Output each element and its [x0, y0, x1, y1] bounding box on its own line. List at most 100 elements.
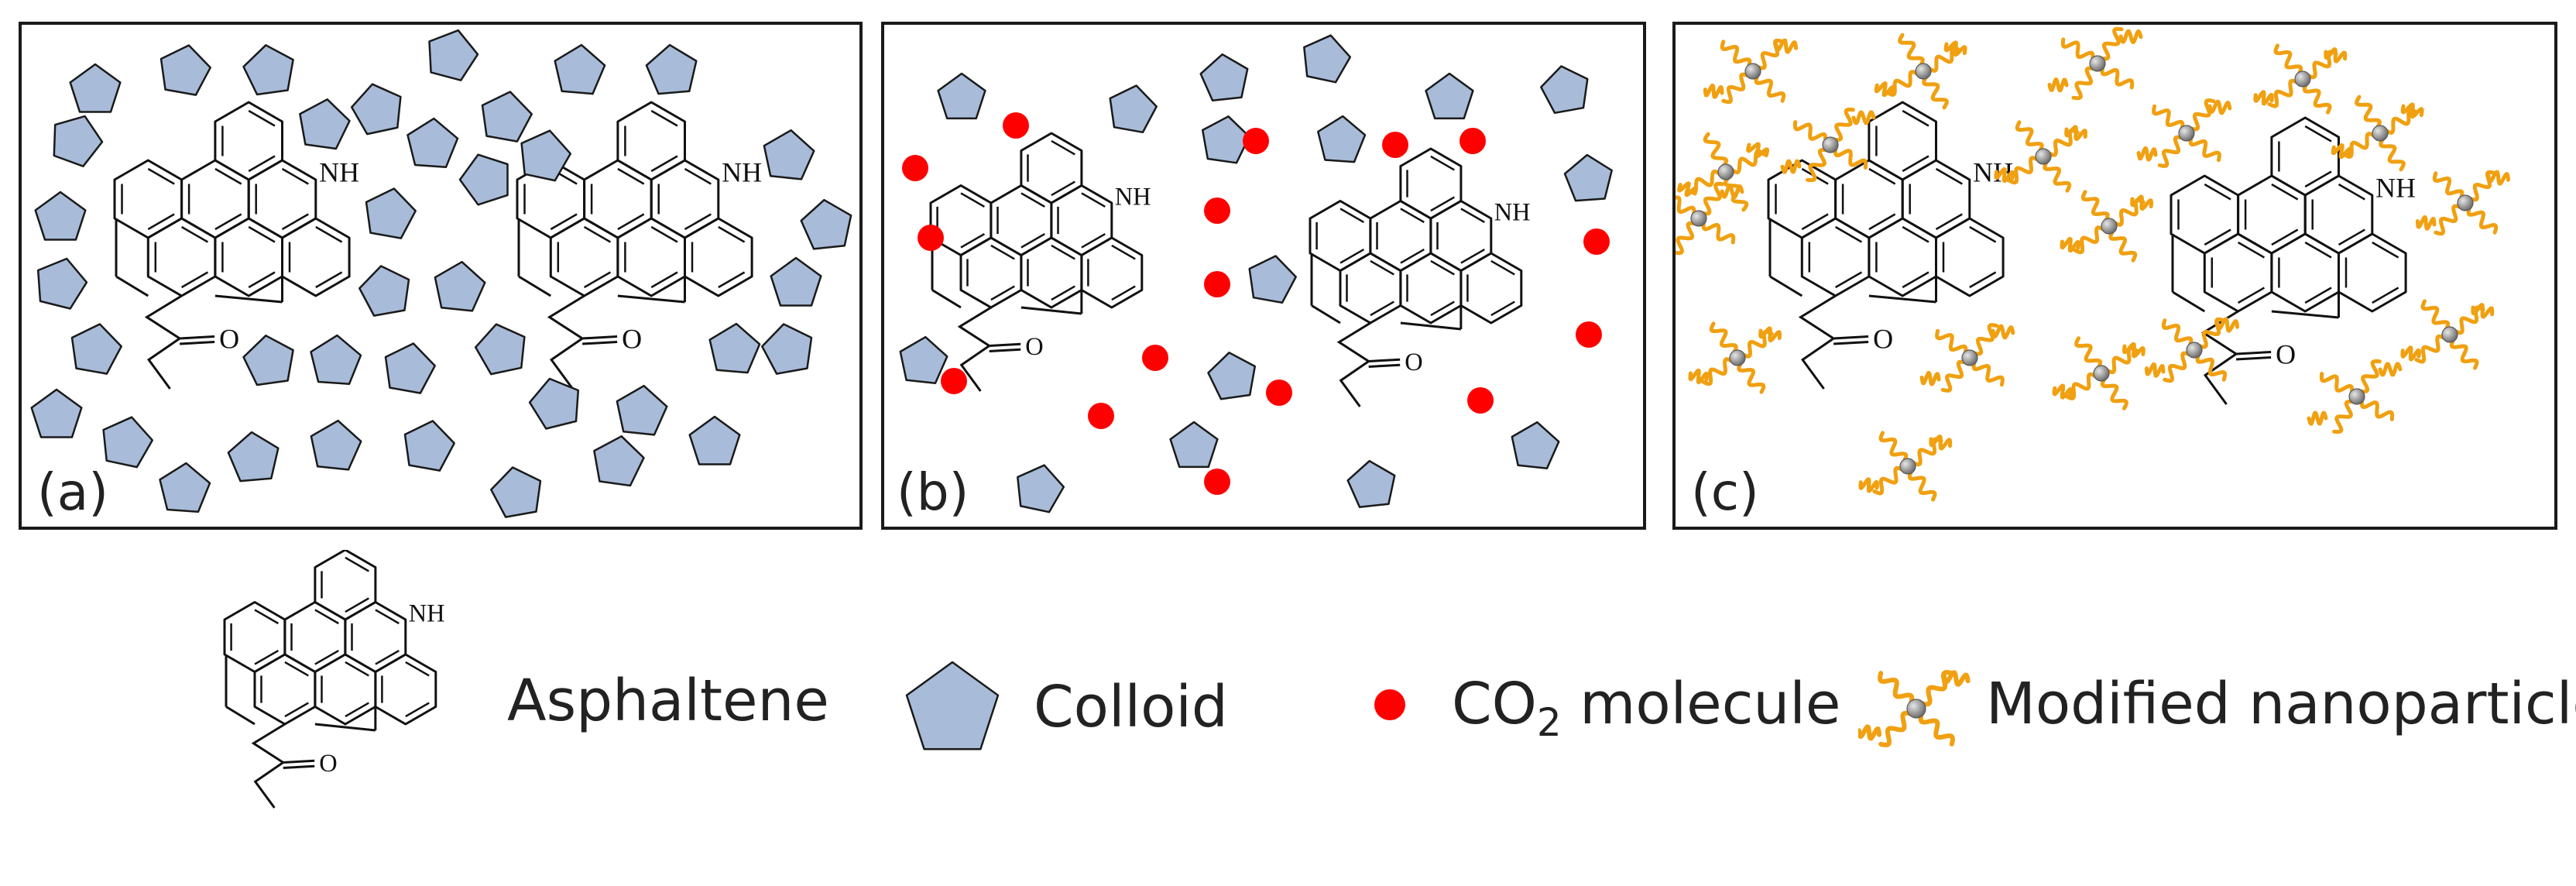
colloid-icon — [763, 129, 815, 180]
co2-main: CO — [1452, 671, 1537, 737]
co2-subscript: 2 — [1536, 699, 1562, 745]
colloid-icon — [688, 415, 741, 465]
colloid-icon — [899, 335, 948, 384]
co2-tail: molecule — [1561, 671, 1841, 737]
colloid-icon — [481, 91, 533, 143]
co2-molecule-icon — [1088, 403, 1114, 429]
colloid-icon — [159, 462, 211, 513]
colloid-icon — [30, 388, 83, 438]
nanoparticle-icon — [1676, 181, 1744, 256]
oxygen-label: O — [2276, 339, 2296, 370]
legend-colloid-label: Colloid — [1034, 674, 1228, 740]
co2-molecule-icon — [1243, 128, 1269, 154]
co2-molecule-icon — [1576, 321, 1602, 348]
asphaltene-molecule: NH O — [2170, 116, 2416, 405]
co2-molecule-icon — [1382, 132, 1408, 158]
asphaltene-molecule: NHO — [1767, 101, 2013, 390]
co2-molecule-icon — [1204, 271, 1230, 297]
nh-label: NH — [1494, 198, 1531, 226]
co2-molecule-icon — [941, 368, 967, 394]
nh-label: NH — [722, 157, 762, 188]
co2-molecule-icon — [1266, 379, 1292, 406]
oxygen-label: O — [219, 324, 239, 355]
colloid-icon — [384, 342, 436, 394]
colloid-icon — [428, 29, 479, 81]
co2-molecule-icon — [1467, 387, 1494, 414]
colloid-icon — [1563, 153, 1613, 202]
panel-c-label: (c) — [1691, 462, 1759, 522]
colloid-icon — [761, 323, 813, 375]
colloid-icon — [310, 334, 362, 386]
nanoparticle-icon — [2307, 359, 2403, 434]
colloid-icon — [36, 257, 88, 310]
oxygen-label: O — [622, 324, 642, 355]
colloid-icon — [403, 420, 455, 472]
colloid-icon — [770, 256, 822, 307]
co2-molecule-icon — [1003, 112, 1029, 139]
colloid-icon — [458, 153, 509, 206]
asphaltene-molecule: NH O — [223, 550, 445, 809]
colloid-icon — [1303, 34, 1352, 84]
co2-molecule-icon — [1460, 128, 1486, 154]
colloid-icon — [616, 384, 668, 436]
asphaltene-molecule: NH O — [516, 101, 762, 390]
colloid-icon — [708, 322, 761, 374]
nanoparticle-icon — [2253, 43, 2348, 115]
colloid-icon — [53, 115, 104, 167]
co2-molecule-icon — [1204, 469, 1230, 495]
colloid-icon — [1199, 53, 1249, 101]
colloid-icon — [1317, 115, 1367, 163]
colloid-icon — [1201, 115, 1250, 164]
nanoparticle-icon — [1858, 431, 1953, 502]
nanoparticle-icon — [1874, 33, 1967, 110]
nh-label: NH — [409, 599, 445, 627]
colloid-icon — [34, 191, 87, 241]
colloid-icon — [490, 466, 542, 518]
co2-molecule-icon — [902, 155, 928, 181]
colloid-icon — [474, 323, 526, 376]
colloid-icon — [1248, 255, 1297, 304]
colloid-icon — [800, 198, 852, 250]
colloid-icon — [310, 419, 362, 471]
nanoparticle-icon — [1994, 120, 2088, 193]
asphaltene-molecule: NH O — [929, 132, 1151, 392]
legend-asphaltene-label: Asphaltene — [507, 668, 829, 734]
oxygen-label: O — [1025, 333, 1043, 361]
colloid-icon — [350, 83, 402, 136]
panel-a-label: (a) — [37, 462, 108, 522]
colloid-icon — [358, 265, 410, 317]
colloid-icon — [102, 416, 154, 469]
legend-co2-label: CO2 molecule — [1452, 671, 1840, 745]
colloid-icon — [1511, 421, 1560, 469]
nanoparticle-icon — [2052, 336, 2146, 410]
nanoparticle-icon — [2060, 190, 2154, 263]
colloid-icon — [1540, 65, 1589, 115]
nanoparticle-icon — [2400, 299, 2495, 370]
nanoparticle-icon — [1780, 107, 1876, 183]
nanoparticle-icon — [2047, 26, 2143, 101]
oxygen-label: O — [319, 750, 337, 778]
co2-molecule-icon — [1204, 197, 1230, 224]
legend-nanoparticles-label: Modified nanoparticles — [1986, 671, 2576, 737]
colloid-icon — [645, 43, 698, 95]
legend-asphaltene-icon: NH O — [223, 550, 445, 809]
asphaltene-molecule: NHO — [113, 101, 359, 390]
nh-label: NH — [1115, 183, 1151, 211]
nanoparticle-icon — [1919, 323, 2015, 393]
nanoparticle-icon — [1688, 321, 1782, 394]
nh-label: NH — [2375, 173, 2416, 204]
colloid-icon — [159, 44, 211, 96]
colloid-icon — [554, 43, 606, 95]
nanoparticle-icon — [1703, 38, 1798, 105]
nh-label: NH — [1973, 157, 2013, 188]
colloid-icon — [1169, 421, 1219, 469]
colloid-icon — [242, 44, 294, 96]
colloid-icon — [1109, 84, 1158, 134]
colloid-icon — [1346, 459, 1396, 508]
